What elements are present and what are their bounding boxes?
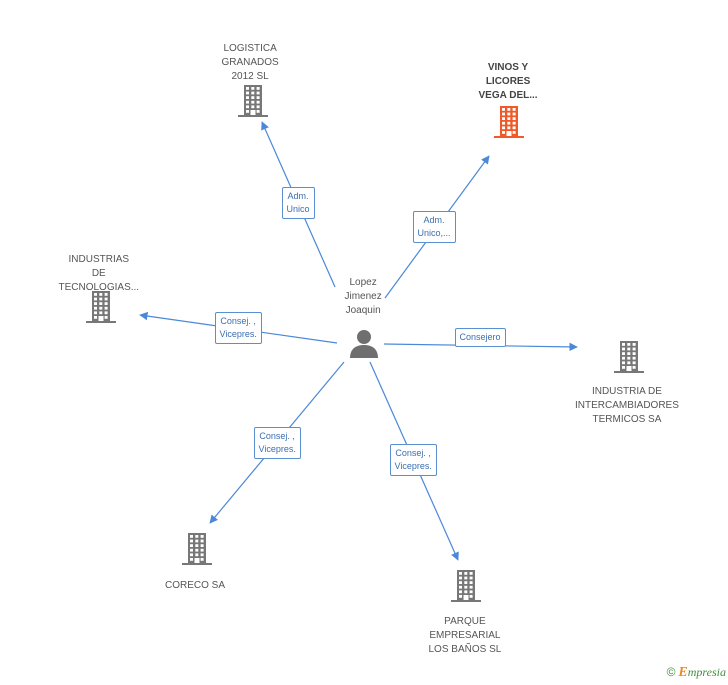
building-icon xyxy=(451,570,481,602)
edge-label-parque-line: Vicepres. xyxy=(394,461,432,471)
edge-label-industrias-tec-line: Consej. , xyxy=(220,316,256,326)
person-name-label-line: Jimenez xyxy=(344,291,382,302)
building-icon xyxy=(494,106,524,138)
person-icon xyxy=(350,330,378,358)
edge-label-industrias-tec-line: Vicepres. xyxy=(219,329,257,339)
company-label-parque[interactable]: PARQUE EMPRESARIAL LOS BAÑOS SL xyxy=(429,615,502,657)
company-label-vinos-line: VINOS Y xyxy=(487,62,529,73)
building-icon xyxy=(86,291,116,323)
company-label-parque-line: LOS BAÑOS SL xyxy=(428,644,502,655)
company-label-parque-line: PARQUE xyxy=(444,616,486,627)
company-label-logistica[interactable]: LOGISTICA GRANADOS 2012 SL xyxy=(222,42,279,84)
edge-label-intercambiadores[interactable]: Consejero xyxy=(454,327,506,347)
company-label-coreco[interactable]: CORECO SA xyxy=(165,579,225,593)
company-label-intercambiadores-line: TERMICOS SA xyxy=(592,414,662,425)
company-label-industrias-tec-line: INDUSTRIAS xyxy=(68,254,130,265)
edge-label-intercambiadores-line: Consejero xyxy=(459,331,501,342)
company-label-intercambiadores-line: INTERCAMBIADORES xyxy=(575,400,679,411)
brand-logo-text: mpresia xyxy=(687,665,726,679)
edge-label-parque[interactable]: Consej. , Vicepres. xyxy=(389,444,437,476)
building-icon xyxy=(238,85,268,117)
brand-logo-initial: E xyxy=(678,665,688,680)
company-label-industrias-tec-line: DE xyxy=(91,268,106,279)
edge-label-industrias-tec[interactable]: Consej. , Vicepres. xyxy=(214,312,262,344)
edge-label-logistica[interactable]: Adm. Unico xyxy=(281,187,315,219)
company-label-coreco-line: CORECO SA xyxy=(165,580,226,591)
company-label-industrias-tec-line: TECNOLOGIAS... xyxy=(58,282,140,293)
edge-label-vinos-line: Unico,... xyxy=(417,228,451,238)
company-label-logistica-line: GRANADOS xyxy=(221,57,279,68)
edge-label-coreco-line: Consej. , xyxy=(259,431,295,441)
copyright-symbol: © xyxy=(666,665,676,679)
edge-label-coreco-line: Vicepres. xyxy=(258,444,296,454)
company-label-vinos[interactable]: VINOS Y LICORES VEGA DEL... xyxy=(479,61,538,103)
company-label-intercambiadores-line: INDUSTRIA DE xyxy=(591,386,662,397)
building-icon xyxy=(614,341,644,373)
brand-footer: © Empresia xyxy=(667,665,726,681)
person-name-label-line: Lopez xyxy=(349,277,377,288)
edge-label-vinos-line: Adm. xyxy=(423,215,445,225)
company-label-logistica-line: 2012 SL xyxy=(231,71,269,82)
edge-label-vinos[interactable]: Adm. Unico,... xyxy=(412,211,456,243)
edge-label-logistica-line: Adm. xyxy=(287,191,309,201)
company-label-vinos-line: VEGA DEL... xyxy=(478,90,538,101)
edge-label-parque-line: Consej. , xyxy=(395,448,431,458)
company-label-parque-line: EMPRESARIAL xyxy=(429,630,501,641)
person-name-label-line: Joaquin xyxy=(345,305,381,316)
company-label-intercambiadores[interactable]: INDUSTRIA DE INTERCAMBIADORES TERMICOS SA xyxy=(575,385,679,427)
company-label-vinos-line: LICORES xyxy=(485,76,531,87)
edge-label-coreco[interactable]: Consej. , Vicepres. xyxy=(253,427,301,459)
company-label-industrias-tec[interactable]: INDUSTRIAS DE TECNOLOGIAS... xyxy=(59,253,140,295)
edge-label-logistica-line: Unico xyxy=(286,204,310,214)
company-label-logistica-line: LOGISTICA xyxy=(223,43,277,54)
building-icon xyxy=(182,533,212,565)
